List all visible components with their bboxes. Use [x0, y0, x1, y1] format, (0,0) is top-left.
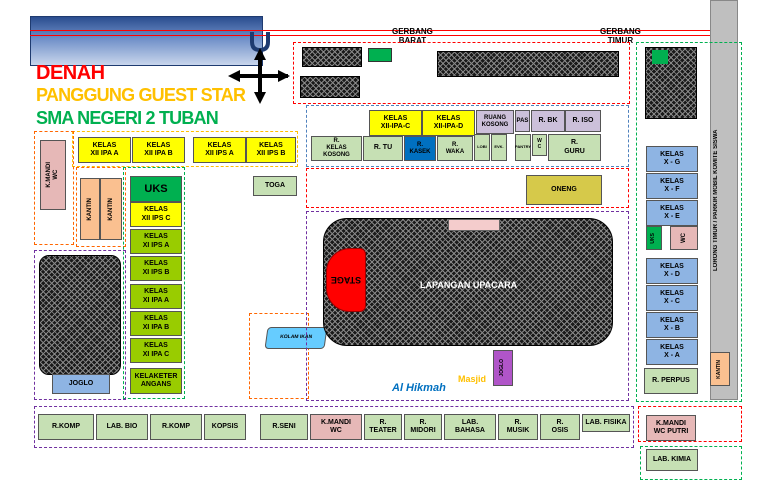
- zone-joglo-left: [34, 250, 126, 400]
- room-r-komp-1[interactable]: R.KOMP: [38, 414, 94, 440]
- al-hikmah-label: Al Hikmah: [392, 382, 446, 394]
- room-xi-ips-a[interactable]: KELAS XI IPS A: [130, 229, 182, 254]
- zone-east: [636, 42, 742, 402]
- room-kelaketeran[interactable]: KELAKETER ANGANS: [130, 368, 182, 394]
- masjid-label: Masjid: [458, 374, 487, 384]
- room-k-mandi-wc-putri[interactable]: K.MANDI WC PUTRI: [646, 415, 696, 441]
- ceremony-field-label: LAPANGAN UPACARA: [420, 280, 518, 290]
- room-xi-ipa-b[interactable]: KELAS XI IPA B: [130, 311, 182, 336]
- small-green-block: [652, 50, 668, 64]
- room-kantin-right[interactable]: KANTIN: [710, 352, 730, 386]
- room-joglo-right[interactable]: JOGLO: [493, 350, 513, 386]
- room-lobi[interactable]: LOBI: [474, 134, 490, 161]
- room-uks[interactable]: UKS: [130, 176, 182, 202]
- podium: [448, 219, 500, 231]
- room-r-komp-2[interactable]: R.KOMP: [150, 414, 202, 440]
- banner-photo: [30, 16, 263, 66]
- room-x-e[interactable]: KELAS X - E: [646, 200, 698, 226]
- room-xii-ips-b[interactable]: KELAS XII IPS B: [246, 137, 296, 163]
- room-toga[interactable]: TOGA: [253, 176, 297, 196]
- room-xii-ips-c[interactable]: KELAS XII IPS C: [130, 202, 182, 227]
- room-xii-ipa-d[interactable]: KELAS XII-IPA-D: [422, 110, 475, 136]
- room-xii-ipa-a[interactable]: KELAS XII IPA A: [78, 137, 131, 163]
- room-xi-ipa-c[interactable]: KELAS XI IPA C: [130, 338, 182, 363]
- room-r-perpus[interactable]: R. PERPUS: [644, 368, 698, 394]
- room-xii-ips-a[interactable]: KELAS XII IPS A: [193, 137, 246, 163]
- room-kopsis[interactable]: KOPSIS: [204, 414, 246, 440]
- room-r-kasek[interactable]: R. KASEK: [404, 136, 436, 161]
- room-kantin-left[interactable]: KANTIN: [80, 178, 100, 240]
- room-r-iso[interactable]: R. ISO: [565, 110, 601, 132]
- road-line: [30, 30, 730, 31]
- room-r-kelas-kosong[interactable]: R. KELAS KOSONG: [311, 136, 362, 161]
- room-kantin-left-2[interactable]: KANTIN: [100, 178, 122, 240]
- zone-kolam: [249, 313, 309, 399]
- room-x-c[interactable]: KELAS X - C: [646, 285, 698, 311]
- title-line-3: SMA NEGERI 2 TUBAN: [36, 108, 219, 128]
- zone-oneng: [306, 168, 629, 208]
- zone-lab-kimia: [640, 446, 742, 480]
- room-ruang-kosong[interactable]: RUANG KOSONG: [476, 110, 514, 134]
- room-lab-bahasa[interactable]: LAB. BAHASA: [444, 414, 496, 440]
- room-x-g[interactable]: KELAS X - G: [646, 146, 698, 172]
- room-r-guru[interactable]: R. GURU: [548, 134, 601, 161]
- room-xii-ipa-c[interactable]: KELAS XII-IPA-C: [369, 110, 422, 136]
- room-k-mandi-wc-bottom[interactable]: K.MANDI WC: [310, 414, 362, 440]
- zone-bottom-row: [34, 406, 634, 448]
- room-pantry[interactable]: PANTRY: [515, 134, 531, 161]
- room-uks-right[interactable]: UKS: [646, 226, 662, 250]
- room-r-seni[interactable]: R.SENI: [260, 414, 308, 440]
- title-line-2: PANGGUNG GUEST STAR: [36, 85, 246, 105]
- room-r-osis[interactable]: R. OSIS: [540, 414, 580, 440]
- room-pas[interactable]: PAS: [515, 110, 530, 132]
- gate-east-label: GERBANG TIMUR: [600, 27, 641, 45]
- room-xii-ipa-b[interactable]: KELAS XII IPA B: [132, 137, 185, 163]
- room-k-mandi-wc-left[interactable]: K.MANDI WC: [40, 140, 66, 210]
- room-xi-ips-b[interactable]: KELAS XI IPS B: [130, 256, 182, 281]
- ceremony-field: [323, 218, 613, 346]
- room-x-a[interactable]: KELAS X - A: [646, 339, 698, 365]
- zone-ceremony: [306, 211, 629, 401]
- parking-block: [302, 47, 362, 67]
- east-road: [710, 0, 738, 400]
- direction-arrows-icon: [228, 32, 290, 104]
- room-joglo-left[interactable]: JOGLO: [52, 374, 110, 394]
- zone-xi-classes: [123, 167, 185, 399]
- zone-admin: [306, 105, 629, 167]
- room-x-b[interactable]: KELAS X - B: [646, 312, 698, 338]
- title-line-1: DENAH: [36, 62, 105, 84]
- gate-west-label: GERBANG BARAT: [392, 27, 433, 45]
- parking-block: [437, 51, 619, 77]
- small-green-block: [368, 48, 392, 62]
- parking-block: [300, 76, 360, 98]
- room-r-midori[interactable]: R. MIDORI: [404, 414, 442, 440]
- room-x-f[interactable]: KELAS X - F: [646, 173, 698, 199]
- room-r-musik[interactable]: R. MUSIK: [498, 414, 538, 440]
- stage[interactable]: STAGE: [326, 248, 366, 312]
- zone-north: [293, 42, 630, 104]
- zone-wc-putri: [638, 406, 742, 442]
- room-lab-bio[interactable]: LAB. BIO: [96, 414, 148, 440]
- left-field: [39, 255, 121, 375]
- room-oneng[interactable]: ONENG: [526, 175, 602, 205]
- room-r-tu[interactable]: R. TU: [363, 136, 403, 161]
- road-line: [30, 35, 730, 36]
- room-evk[interactable]: EVK.: [491, 134, 507, 161]
- room-r-teater[interactable]: R. TEATER: [364, 414, 402, 440]
- room-r-waka[interactable]: R. WAKA: [437, 136, 473, 161]
- zone-xii-classes: [72, 131, 298, 167]
- room-wc-right[interactable]: WC: [670, 226, 698, 250]
- room-r-bk[interactable]: R. BK: [531, 110, 565, 132]
- room-wc-small[interactable]: W C: [532, 134, 547, 156]
- room-xi-ipa-a[interactable]: KELAS XI IPA A: [130, 284, 182, 309]
- room-x-d[interactable]: KELAS X - D: [646, 258, 698, 284]
- room-lab-kimia[interactable]: LAB. KIMIA: [646, 449, 698, 471]
- room-lab-fisika[interactable]: LAB. FISIKA: [582, 414, 630, 432]
- zone-canteen: [34, 131, 74, 245]
- zone-kantin: [76, 167, 126, 247]
